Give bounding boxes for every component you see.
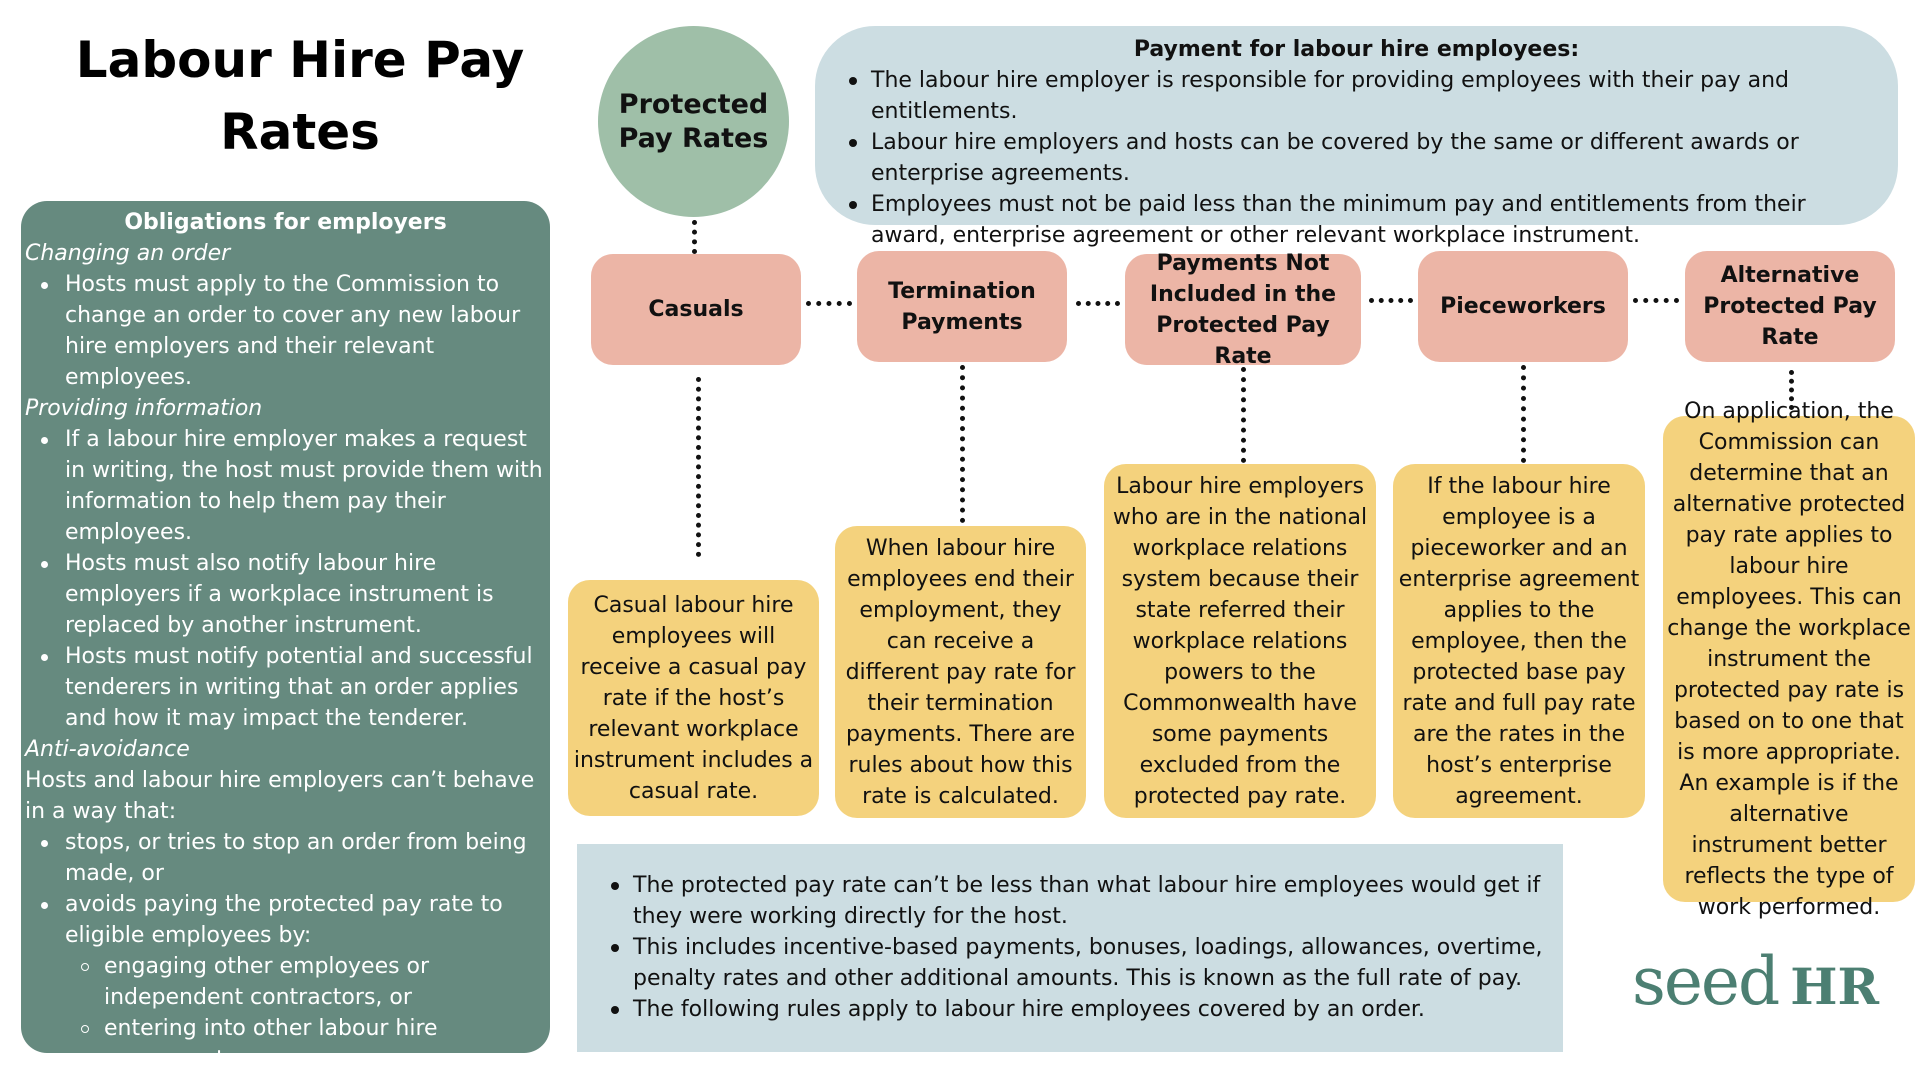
description-payments-not-included: Labour hire employers who are in the nat… [1104,464,1376,818]
connector-h-3 [1369,298,1413,303]
description-text: When labour hire employees end their emp… [845,535,1076,809]
seed-hr-logo: seed HR [1632,935,1879,1020]
logo-suffix: HR [1790,957,1880,1016]
protected-pay-rates-label: Protected Pay Rates [618,88,769,154]
category-termination-payments: Termination Payments [857,251,1067,362]
protected-pay-rates-circle: Protected Pay Rates [598,26,789,217]
list-item: Hosts must apply to the Commission to ch… [25,269,546,393]
description-termination-payments: When labour hire employees end their emp… [835,526,1086,818]
category-label: Pieceworkers [1440,294,1606,319]
list-item: If a labour hire employer makes a reques… [25,424,546,548]
payment-info-box: Payment for labour hire employees: The l… [815,26,1898,248]
category-label: Alternative Protected Pay Rate [1703,263,1877,350]
providing-info-heading: Providing information [25,396,263,421]
anti-avoidance-heading: Anti-avoidance [25,737,190,762]
category-label: Termination Payments [888,278,1036,335]
providing-info-list: If a labour hire employer makes a reques… [25,424,546,734]
list-item: Hosts must also notify labour hire emplo… [25,548,546,641]
list-item: Employees must not be paid less than the… [829,189,1884,251]
description-text: Casual labour hire employees will receiv… [573,592,814,804]
category-pieceworkers: Pieceworkers [1418,251,1628,362]
category-label: Casuals [648,297,744,322]
category-payments-not-included: Payments Not Included in the Protected P… [1125,251,1361,369]
list-item: Hosts must notify potential and successf… [25,641,546,734]
description-text: If the labour hire employee is a piecewo… [1398,473,1640,809]
anti-avoidance-sublist: engaging other employees or independent … [25,951,546,1075]
connector-v-alternative [1789,370,1794,410]
changing-order-list: Hosts must apply to the Commission to ch… [25,269,546,393]
category-label: Payments Not Included in the Protected P… [1149,250,1337,369]
obligations-panel: Obligations for employers Changing an or… [21,201,550,1072]
anti-avoidance-list: stops, or tries to stop an order from be… [25,827,546,951]
connector-circle [692,220,697,254]
anti-avoidance-intro: Hosts and labour hire employers can’t be… [25,768,535,824]
payment-title: Payment for labour hire employees: [1133,37,1580,62]
sub-list-item: engaging other employees or independent … [25,951,546,1013]
changing-order-heading: Changing an order [25,241,231,266]
connector-v-pieceworkers [1521,365,1526,463]
connector-h-4 [1633,298,1679,303]
list-item: Labour hire employers and hosts can be c… [829,127,1884,189]
list-item: stops, or tries to stop an order from be… [25,827,546,889]
logo-brand: seed [1632,943,1780,1020]
description-text: Labour hire employers who are in the nat… [1112,473,1368,809]
description-casuals: Casual labour hire employees will receiv… [568,580,819,816]
connector-v-termination [960,365,965,523]
rules-info-box: The protected pay rate can’t be less tha… [577,844,1563,1052]
page-title: Labour Hire Pay Rates [75,31,525,161]
list-item: The protected pay rate can’t be less tha… [591,870,1549,932]
rules-list: The protected pay rate can’t be less tha… [591,870,1549,1025]
list-item: This includes incentive-based payments, … [591,932,1549,994]
sub-list-item: entering into other labour hire agreemen… [25,1013,546,1075]
connector-v-casuals [696,377,701,557]
description-alternative-protected-pay-rate: On application, the Commission can deter… [1663,399,1915,920]
category-alternative-protected-pay-rate: Alternative Protected Pay Rate [1685,251,1895,362]
payment-list: The labour hire employer is responsible … [829,65,1884,251]
list-item: The labour hire employer is responsible … [829,65,1884,127]
list-item: The following rules apply to labour hire… [591,994,1549,1025]
connector-v-payments-not-included [1241,367,1246,463]
description-text: On application, the Commission can deter… [1667,398,1911,920]
connector-h-2 [1076,301,1120,306]
list-item: avoids paying the protected pay rate to … [25,889,546,951]
category-casuals: Casuals [591,254,801,365]
description-pieceworkers: If the labour hire employee is a piecewo… [1393,464,1645,818]
connector-h-1 [806,301,852,306]
obligations-title: Obligations for employers [124,210,447,235]
